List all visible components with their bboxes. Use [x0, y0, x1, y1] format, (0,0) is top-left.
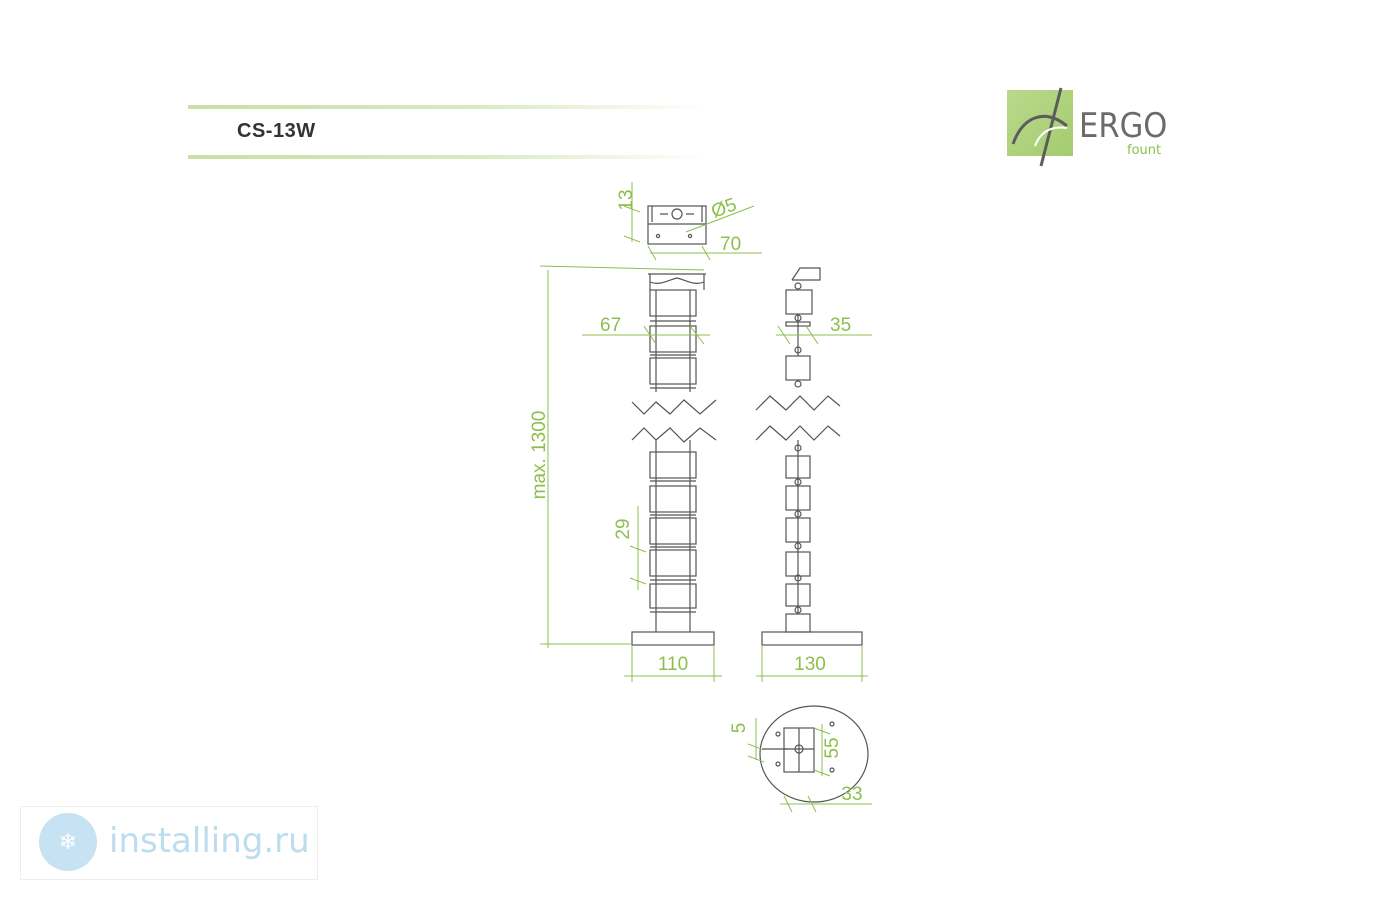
base-plate	[759, 705, 869, 803]
dim-top-width: 70	[720, 234, 741, 255]
brand-logo: ERGO fount	[1005, 86, 1175, 170]
header-rule-bottom	[188, 155, 708, 159]
side-base	[761, 631, 863, 646]
watermark-text: installing.ru	[109, 821, 310, 861]
dim-module-width-front: 67	[600, 315, 621, 336]
dim-top-depth: 13	[616, 189, 637, 210]
header-rule-top	[188, 105, 708, 109]
front-column	[631, 273, 715, 646]
dim-base-plate-inner: 55	[822, 737, 843, 758]
dim-hole-diameter: Ø5	[709, 194, 740, 222]
watermark: ❄ installing.ru	[20, 806, 318, 880]
dim-base-offset: 5	[729, 723, 750, 734]
front-base	[631, 631, 715, 646]
brand-name: ERGO	[1079, 106, 1168, 146]
brand-swoosh-icon	[1011, 87, 1068, 167]
side-column	[761, 267, 863, 646]
dim-module-height: 29	[613, 518, 634, 539]
brand-subtitle: fount	[1127, 143, 1162, 158]
dim-base-width-front: 110	[658, 654, 688, 675]
dimension-labels: 13 Ø5 70 max. 1300 67 35 29 110 130 5 55…	[529, 189, 863, 805]
watermark-logo-icon: ❄	[39, 813, 97, 871]
top-view-bracket	[647, 205, 707, 245]
drawing-lines	[631, 205, 869, 803]
dim-module-width-side: 35	[830, 315, 851, 336]
model-title: CS-13W	[237, 120, 316, 142]
dim-base-plate-offset: 33	[841, 784, 862, 805]
dim-max-height: max. 1300	[529, 411, 550, 500]
dimension-lines	[539, 182, 872, 813]
dim-base-width-side: 130	[794, 654, 826, 675]
